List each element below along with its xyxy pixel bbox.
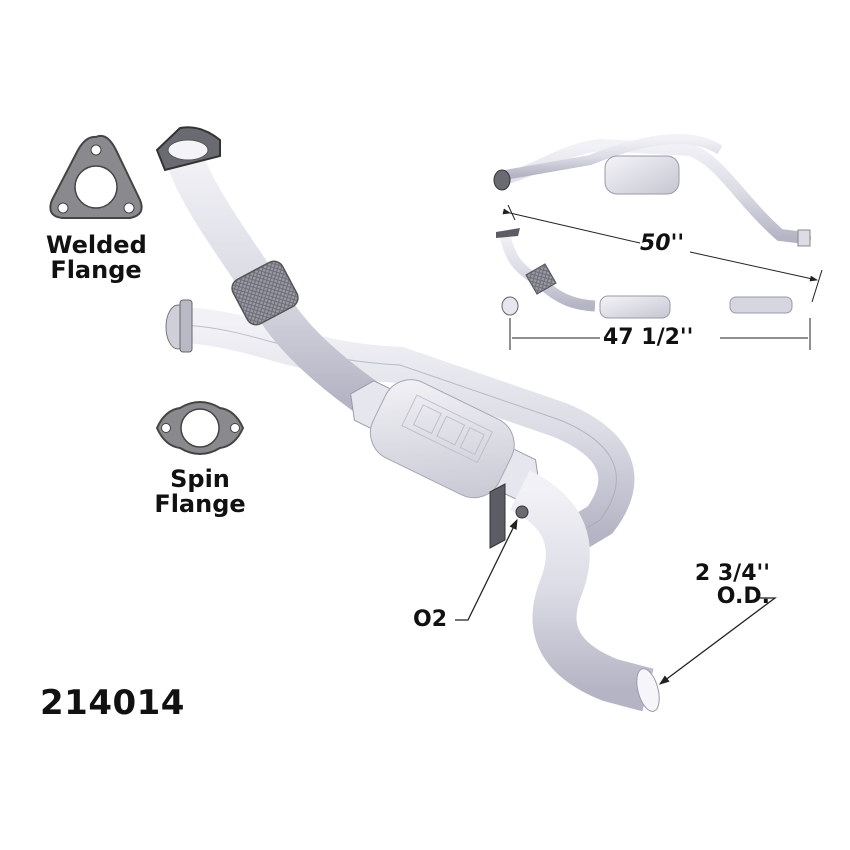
spin-flange-gasket-icon [155, 401, 245, 455]
welded-flange-label-line2: Flange [50, 256, 142, 285]
overall-length-dimension: 47 1/2'' [603, 325, 694, 350]
outlet-diameter-callout-line [658, 597, 777, 685]
spin-flange-label-line2: Flange [154, 490, 246, 519]
outlet-diameter-value: 2 3/4'' [694, 561, 770, 586]
welded-flange-gasket-icon [49, 134, 143, 219]
welded-flange-label-line1: Welded [46, 231, 147, 259]
outlet-diameter-label: 2 3/4'' O.D. [680, 562, 770, 608]
o2-callout-line [455, 518, 518, 621]
overall-diagonal-dimension: 50'' [640, 231, 685, 256]
spin-flange-label-line1: Spin [170, 465, 230, 493]
inset-top-view [493, 134, 811, 247]
dimension-line-50 [502, 204, 823, 303]
dimension-line-47-5 [509, 318, 811, 350]
o2-sensor-label: O2 [413, 607, 448, 632]
part-number: 214014 [40, 683, 185, 723]
outlet-diameter-unit: O.D. [716, 584, 770, 610]
welded-flange-label: Welded Flange [46, 231, 147, 285]
catalytic-converter-assembly [155, 126, 660, 712]
inset-side-view [496, 228, 810, 319]
spin-flange-label: Spin Flange [150, 465, 250, 519]
